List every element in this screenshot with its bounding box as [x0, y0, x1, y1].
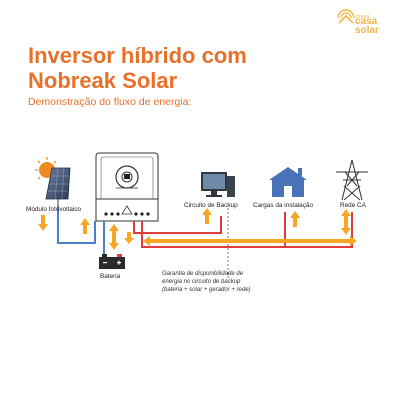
title-line-2: Nobreak Solar [28, 68, 178, 93]
page-title: Inversor híbrido com Nobreak Solar [28, 43, 247, 93]
flow-arrows [38, 208, 357, 250]
page-subtitle: Demonstração do fluxo de energia: [28, 96, 192, 108]
arrow-inverter-out [124, 232, 134, 244]
logo-small-text: mega [356, 14, 370, 20]
backup-guarantee-note: Garantia de disponibilidade de energia n… [162, 270, 312, 294]
arrow-battery-bidirectional [109, 224, 119, 250]
brand-logo: mega casa solar [336, 6, 394, 38]
label-solar-module: Módulo fotovoltaico [26, 206, 82, 213]
note-line-3: (bateria + solar + gerador + rede) [162, 287, 251, 293]
arrow-solar-down [38, 215, 48, 231]
label-backup-circuit: Circuito de Backup [184, 202, 238, 209]
transmission-tower-icon [336, 159, 368, 201]
note-line-1: Garantia de disponibilidade de [162, 271, 244, 277]
label-battery: Bateria [100, 273, 121, 280]
house-icon [269, 167, 307, 197]
computer-icon [201, 172, 235, 197]
title-line-1: Inversor híbrido com [28, 43, 247, 68]
house-sun-icon [337, 9, 355, 24]
logo-casa-text: casa [355, 16, 378, 27]
arrow-to-inverter [80, 218, 90, 234]
arrow-loads-up [290, 211, 300, 227]
arrow-backup-up [202, 208, 212, 224]
solar-module-icon [35, 157, 71, 206]
arrow-grid-bidirectional [341, 209, 351, 235]
battery-icon [99, 254, 125, 269]
label-grid: Rede CA [340, 202, 366, 209]
note-line-2: energia no circuito de backup [162, 279, 241, 285]
arrow-horizontal-bidirectional [143, 236, 357, 246]
label-loads: Cargas da instalação [253, 202, 314, 209]
logo-solar-text: solar [355, 25, 379, 36]
inverter-icon [95, 152, 159, 222]
